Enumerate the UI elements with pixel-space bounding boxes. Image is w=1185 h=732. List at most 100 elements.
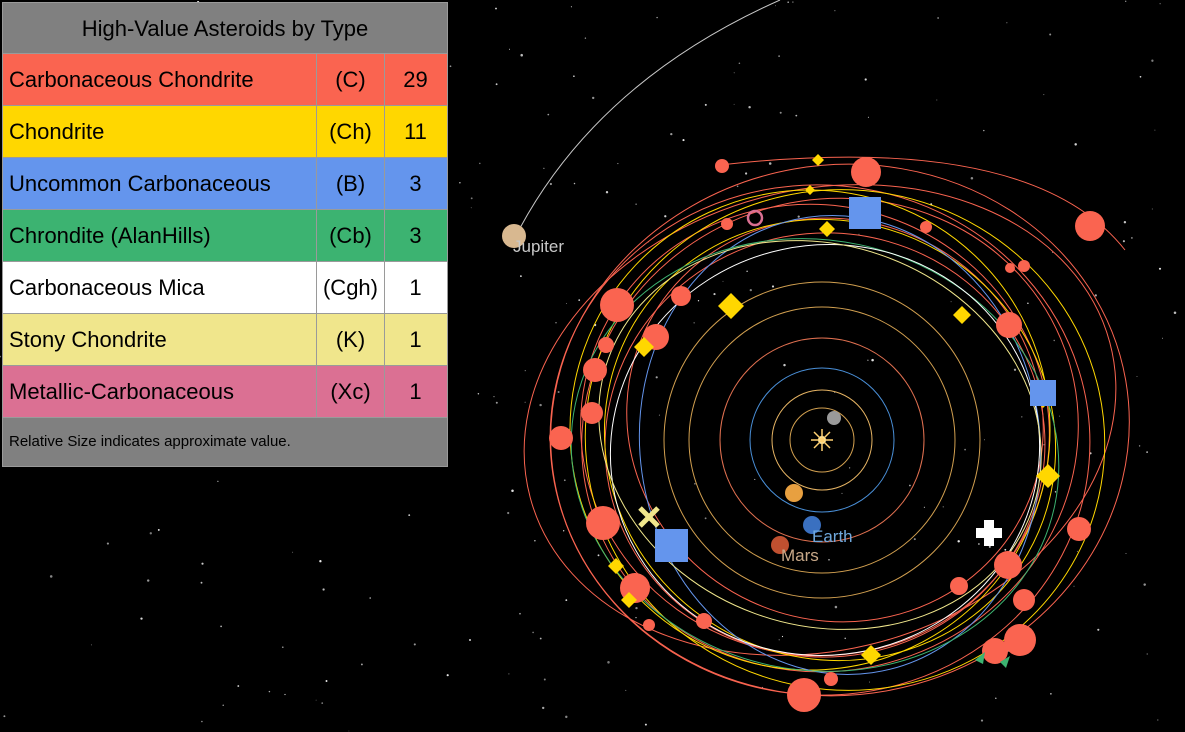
asteroid-marker[interactable]: [1067, 517, 1091, 541]
asteroid-marker[interactable]: [851, 157, 881, 187]
star: [723, 281, 724, 282]
asteroid-marker[interactable]: [950, 577, 968, 595]
legend-type-name: Carbonaceous Mica: [3, 262, 317, 313]
legend-type-name: Chondrite: [3, 106, 317, 157]
asteroid-marker[interactable]: [1013, 589, 1035, 611]
asteroid-marker[interactable]: [812, 154, 824, 166]
venus-icon[interactable]: [785, 484, 803, 502]
jupiter-label: Jupiter: [513, 237, 564, 256]
asteroid-marker[interactable]: [996, 312, 1022, 338]
asteroid-marker[interactable]: [643, 619, 655, 631]
star: [1043, 444, 1044, 445]
asteroid-marker[interactable]: [655, 529, 688, 562]
star: [479, 163, 481, 165]
star: [750, 289, 752, 291]
asteroid-marker[interactable]: [1030, 380, 1056, 406]
star: [748, 106, 750, 108]
star: [1152, 209, 1153, 210]
asteroid-marker[interactable]: [1018, 260, 1030, 272]
star: [361, 663, 363, 665]
star: [713, 293, 715, 295]
star: [519, 613, 521, 615]
legend-note: Relative Size indicates approximate valu…: [3, 418, 447, 466]
star: [694, 322, 695, 323]
star: [1077, 551, 1078, 552]
star: [550, 183, 552, 185]
asteroid-marker[interactable]: [953, 306, 971, 324]
star: [607, 661, 610, 664]
star: [694, 483, 696, 485]
asteroid-marker[interactable]: [549, 426, 573, 450]
asteroid-marker[interactable]: [715, 159, 729, 173]
star: [746, 271, 747, 272]
asteroid-marker[interactable]: [1004, 624, 1036, 656]
star: [1043, 94, 1044, 95]
stony-chondrite-asteroid[interactable]: [640, 508, 658, 526]
star: [1027, 302, 1029, 304]
asteroid-marker[interactable]: [849, 197, 881, 229]
mercury-icon[interactable]: [827, 411, 841, 425]
asteroid-marker[interactable]: [696, 613, 712, 629]
asteroid-marker[interactable]: [583, 358, 607, 382]
star: [1097, 629, 1099, 631]
star: [237, 685, 239, 687]
star: [471, 197, 473, 199]
legend-type-code: (Cgh): [317, 262, 385, 313]
star: [565, 716, 567, 718]
asteroid-marker[interactable]: [718, 293, 744, 319]
star: [739, 62, 741, 64]
star: [981, 720, 983, 722]
star: [737, 186, 739, 188]
carbonaceous-mica-asteroid[interactable]: [976, 520, 1002, 546]
star: [656, 376, 658, 378]
star: [217, 481, 218, 482]
asteroid-marker[interactable]: [598, 337, 614, 353]
star: [865, 78, 867, 80]
star: [1140, 76, 1142, 78]
star: [989, 546, 991, 548]
asteroid-marker[interactable]: [1005, 263, 1015, 273]
asteroid-marker[interactable]: [586, 506, 620, 540]
legend-type-code: (Xc): [317, 366, 385, 417]
sun-icon[interactable]: [811, 429, 833, 451]
legend-row: Carbonaceous Chondrite(C)29: [3, 54, 447, 106]
star: [869, 682, 870, 683]
earth-label: Earth: [812, 527, 853, 546]
asteroid-marker[interactable]: [1075, 211, 1105, 241]
asteroid-marker[interactable]: [994, 551, 1022, 579]
asteroid-marker[interactable]: [805, 185, 815, 195]
star: [656, 17, 657, 18]
asteroid-marker[interactable]: [671, 286, 691, 306]
star: [525, 402, 526, 403]
asteroid-marker[interactable]: [600, 288, 634, 322]
star: [1131, 237, 1133, 239]
mars-label: Mars: [781, 546, 819, 565]
metallic-carbonaceous-asteroid[interactable]: [748, 211, 762, 225]
asteroid-marker[interactable]: [819, 221, 835, 237]
star: [508, 673, 509, 674]
star: [496, 402, 498, 404]
star: [868, 117, 869, 118]
asteroid-marker[interactable]: [581, 402, 603, 424]
star: [1074, 586, 1075, 587]
asteroid-marker[interactable]: [920, 221, 932, 233]
star: [478, 393, 479, 394]
star: [957, 540, 959, 542]
star: [780, 112, 782, 114]
star: [1154, 130, 1155, 131]
legend-row: Uncommon Carbonaceous(B)3: [3, 158, 447, 210]
star: [1050, 693, 1051, 694]
star: [1053, 340, 1054, 341]
legend-row: Stony Chondrite(K)1: [3, 314, 447, 366]
star: [635, 203, 636, 204]
asteroid-marker[interactable]: [824, 672, 838, 686]
star: [0, 356, 1, 358]
legend-rows: Carbonaceous Chondrite(C)29Chondrite(Ch)…: [3, 54, 447, 418]
star: [670, 133, 672, 135]
asteroid-marker[interactable]: [787, 678, 821, 712]
legend-type-count: 1: [385, 314, 446, 365]
star: [140, 617, 142, 619]
star: [828, 559, 830, 561]
asteroid-marker[interactable]: [721, 218, 733, 230]
star: [414, 643, 416, 645]
